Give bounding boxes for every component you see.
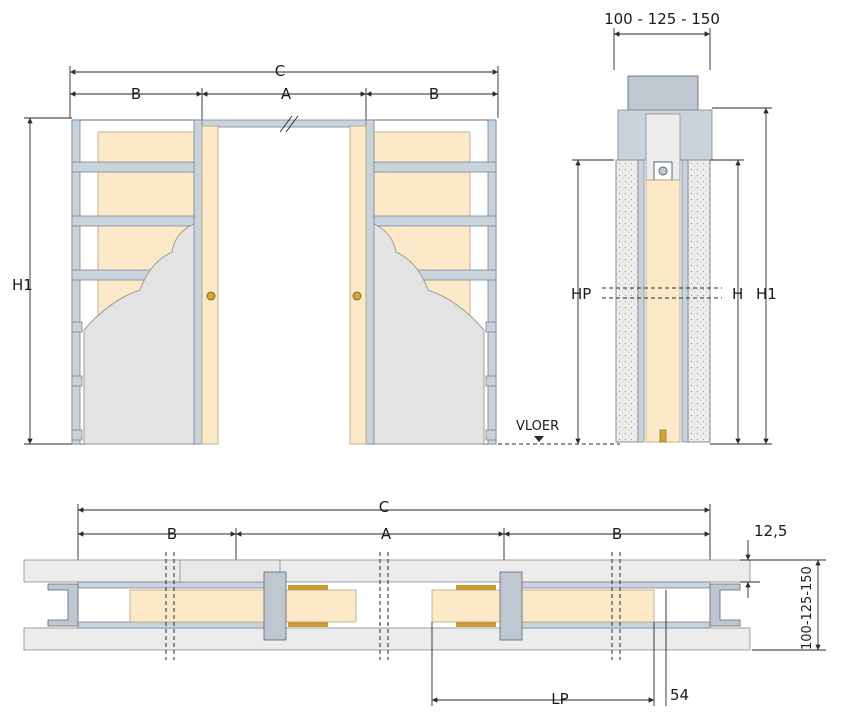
door-leaf-section [645,179,681,443]
front-elevation: C B A B H1 [12,62,620,445]
right-wall-board [687,159,711,443]
plan-jamb-left [263,571,287,641]
plan-dim-label-b-right: B [612,525,622,543]
plan-end-profile-right [709,583,741,627]
right-door-edge [349,125,367,445]
left-door-edge [201,125,219,445]
dim-label-h1-side: H1 [756,285,777,303]
dim-label-h: H [732,285,743,303]
left-wall-board [615,159,639,443]
plan-wall-top [23,559,751,583]
floor-label: VLOER [516,419,559,434]
right-plaster-cutaway [373,223,485,445]
plan-dim-label-wall: 100-125-150 [800,566,815,650]
dim-label-b-left: B [131,85,141,103]
dim-label-hp: HP [571,285,591,303]
dim-label-b-right: B [429,85,439,103]
left-door-pull-icon [206,291,216,301]
dim-label-h1-front: H1 [12,276,33,294]
dim-label-c: C [275,62,285,80]
plan-dim-label-a: A [381,525,392,543]
plan-wall-bottom [23,627,751,651]
plan-dim-label-c: C [379,498,389,516]
dim-label-a: A [281,85,292,103]
plan-dim-label-lp: LP [551,690,568,708]
plan-view: C B A B [23,498,826,708]
top-track-profile [627,75,699,111]
plan-end-profile-left [47,583,79,627]
plan-door-left [129,589,357,623]
plan-jamb-right [499,571,523,641]
dim-label-wall-width: 100 - 125 - 150 [604,10,720,28]
plan-dim-label-54: 54 [670,686,689,704]
right-door-pull-icon [352,291,362,301]
plan-dim-label-12-5: 12,5 [754,522,787,540]
plan-door-right [431,589,655,623]
plan-dim-label-b-left: B [167,525,177,543]
left-plaster-cutaway [83,223,195,445]
side-section: 100 - 125 - 150 HP H H1 [571,10,777,445]
